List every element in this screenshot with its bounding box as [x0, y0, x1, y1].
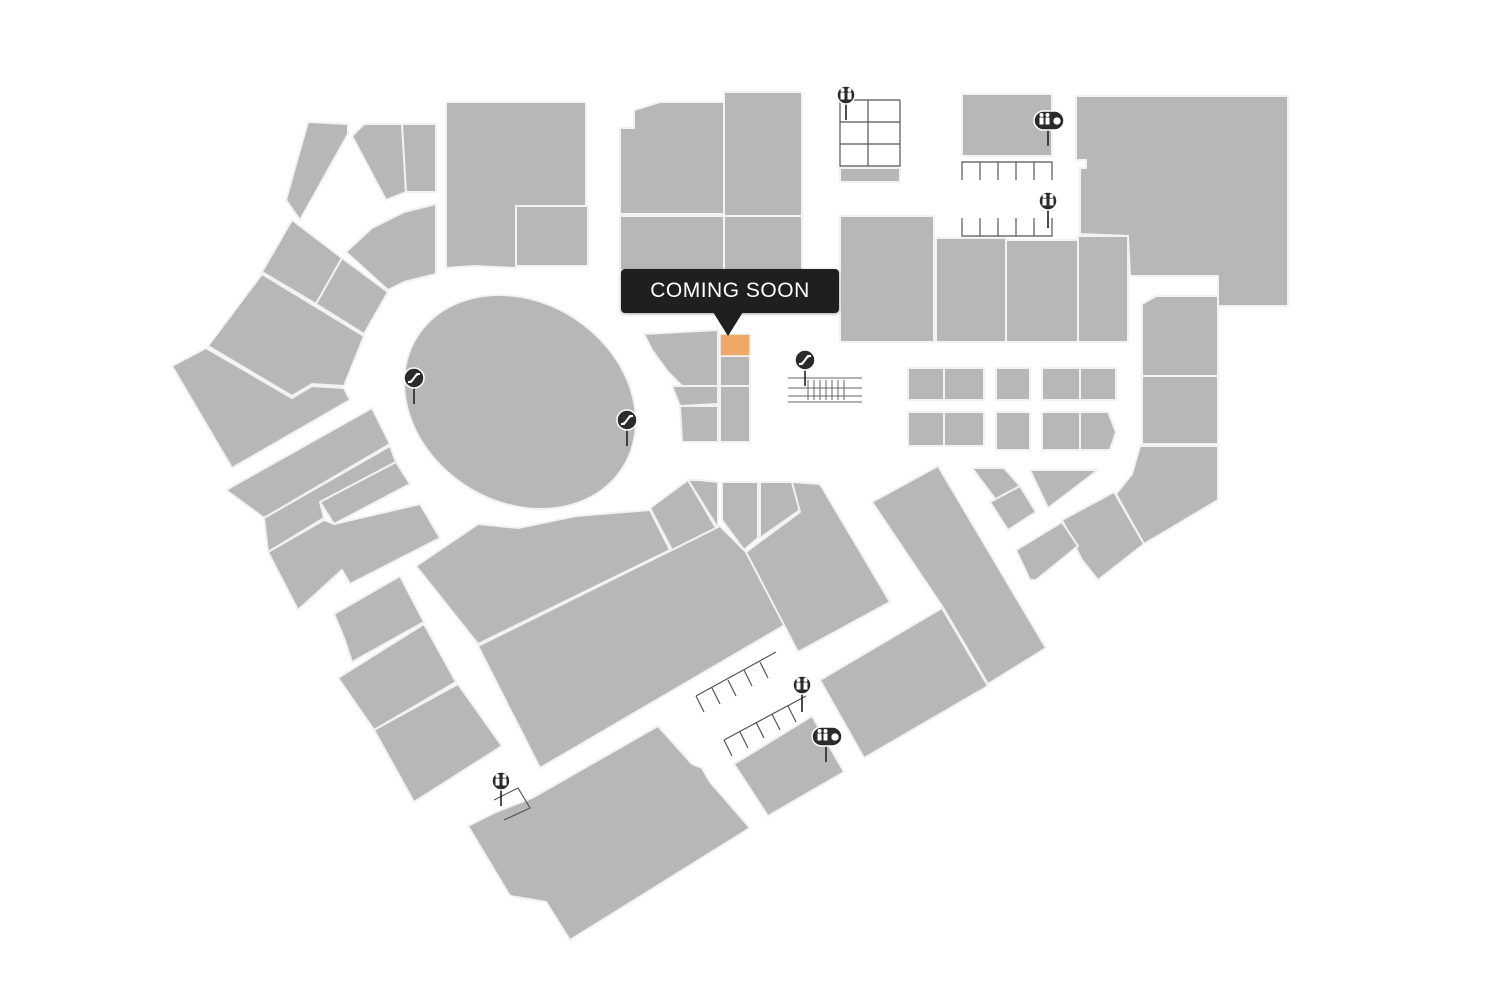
stairs-icon — [788, 377, 862, 403]
store-unit[interactable] — [267, 503, 441, 611]
store-unit[interactable] — [721, 481, 759, 551]
accessible-toilets-icon[interactable] — [1033, 110, 1065, 146]
unit-group-north — [445, 91, 803, 287]
kiosk-unit[interactable] — [995, 367, 1031, 401]
parking-area-north — [839, 99, 901, 183]
store-unit[interactable] — [619, 101, 725, 215]
store-unit[interactable] — [315, 257, 389, 335]
store-unit[interactable] — [871, 465, 1047, 685]
unit-group-southwest — [225, 407, 503, 803]
kiosk-unit[interactable] — [943, 367, 985, 401]
kiosk-unit[interactable] — [907, 367, 945, 401]
store-unit[interactable] — [319, 461, 411, 525]
store-unit[interactable] — [285, 121, 349, 221]
store-unit[interactable] — [679, 405, 719, 443]
store-unit[interactable] — [1141, 375, 1219, 445]
store-unit[interactable] — [723, 91, 803, 217]
store-unit[interactable] — [515, 205, 589, 267]
store-unit[interactable] — [839, 167, 901, 183]
parking-area-south — [493, 651, 807, 821]
store-unit[interactable] — [415, 509, 671, 645]
store-unit[interactable] — [961, 93, 1053, 157]
store-unit[interactable] — [373, 683, 503, 803]
parking-area-northeast — [961, 161, 1053, 237]
store-unit[interactable] — [745, 481, 891, 653]
kiosk-unit[interactable] — [1079, 367, 1117, 401]
kiosk-unit[interactable] — [943, 411, 985, 447]
store-unit[interactable] — [1005, 239, 1079, 343]
escalator-icon[interactable] — [403, 367, 425, 404]
store-unit[interactable] — [687, 479, 719, 529]
store-unit[interactable] — [225, 407, 391, 519]
kiosk-unit[interactable] — [1041, 367, 1081, 401]
unit-group-east — [839, 93, 1289, 581]
toilets-icon[interactable] — [836, 85, 856, 120]
toilets-icon[interactable] — [491, 771, 511, 806]
store-unit[interactable] — [1061, 491, 1145, 581]
store-unit[interactable] — [1015, 521, 1079, 581]
unit-group-west — [171, 121, 437, 469]
store-unit[interactable] — [207, 273, 365, 397]
store-unit[interactable] — [719, 355, 751, 387]
store-unit[interactable] — [401, 123, 437, 193]
store-unit[interactable] — [1077, 235, 1129, 343]
store-unit[interactable] — [333, 575, 425, 663]
escalator-icon[interactable] — [794, 349, 816, 386]
coming-soon-tooltip[interactable]: COMING SOON — [621, 269, 839, 313]
store-unit[interactable] — [989, 485, 1037, 531]
accessible-toilets-icon[interactable] — [811, 726, 843, 762]
coming-soon-unit[interactable] — [719, 333, 751, 357]
escalator-icon[interactable] — [616, 409, 638, 446]
tooltip-pointer — [713, 312, 743, 336]
kiosk-unit[interactable] — [907, 411, 945, 447]
store-unit[interactable] — [619, 215, 725, 271]
store-unit[interactable] — [819, 607, 989, 759]
unit-group-south — [415, 479, 891, 769]
store-unit[interactable] — [719, 385, 751, 443]
store-unit[interactable] — [345, 203, 437, 291]
store-unit[interactable] — [1029, 469, 1099, 509]
atrium-anchor[interactable] — [363, 252, 677, 553]
store-unit[interactable] — [839, 215, 935, 343]
store-unit[interactable] — [337, 623, 457, 731]
store-unit[interactable] — [351, 123, 407, 201]
store-unit[interactable] — [171, 347, 351, 469]
store-unit[interactable] — [643, 329, 719, 387]
store-unit[interactable] — [671, 385, 719, 407]
store-unit[interactable] — [935, 237, 1007, 343]
toilets-icon[interactable] — [792, 675, 812, 712]
store-unit[interactable] — [1141, 295, 1219, 377]
toilets-icon[interactable] — [1038, 191, 1058, 228]
kiosk-unit[interactable] — [1079, 411, 1117, 451]
tooltip-label: COMING SOON — [650, 279, 810, 302]
kiosk-unit[interactable] — [1041, 411, 1081, 451]
unit-group-east-kiosks — [907, 367, 1117, 451]
store-unit[interactable] — [467, 725, 751, 941]
kiosk-unit[interactable] — [995, 411, 1031, 451]
unit-group-centre-kiosks — [643, 329, 751, 443]
